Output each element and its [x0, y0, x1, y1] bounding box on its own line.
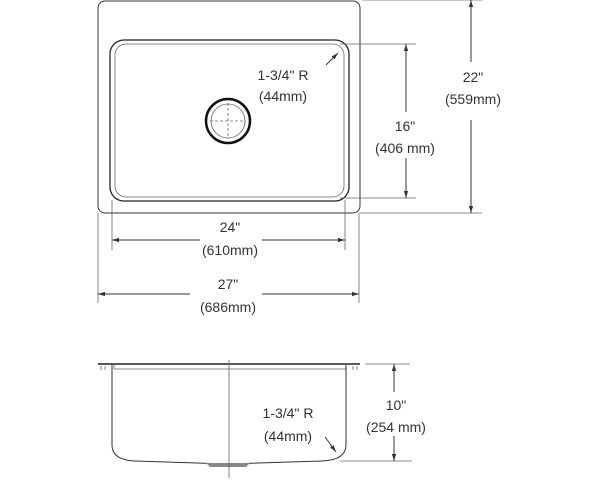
- side-radius-arrow: [324, 436, 337, 453]
- bowl-depth-metric: (254 mm): [366, 419, 426, 435]
- drain-outlet: [206, 463, 250, 467]
- radius-arrow: [325, 52, 339, 66]
- overall-length-imperial: 22": [463, 69, 484, 85]
- bowl-outer: [109, 39, 350, 202]
- bowl-width-metric: (610mm): [202, 242, 258, 258]
- drain-icon: [204, 97, 252, 145]
- side-corner-radius-imperial: 1-3/4" R: [263, 405, 314, 421]
- side-view: 1-3/4" R (44mm) 10" (254 mm): [98, 360, 426, 478]
- bowl-inner: [114, 43, 345, 198]
- corner-radius-imperial: 1-3/4" R: [258, 67, 309, 83]
- bowl-length-metric: (406 mm): [375, 140, 435, 156]
- overall-width-metric: (686mm): [200, 299, 256, 315]
- side-corner-radius-metric: (44mm): [264, 428, 312, 444]
- top-view: 1-3/4" R (44mm) 16" (406 mm) 22" (559mm)…: [97, 0, 501, 315]
- overall-width-imperial: 27": [218, 276, 239, 292]
- corner-radius-metric: (44mm): [259, 88, 307, 104]
- sink-outer-rim: [97, 0, 361, 214]
- bowl-depth-imperial: 10": [386, 397, 407, 413]
- overall-length-metric: (559mm): [445, 91, 501, 107]
- bowl-width-imperial: 24": [220, 219, 241, 235]
- bowl-length-imperial: 16": [395, 118, 416, 134]
